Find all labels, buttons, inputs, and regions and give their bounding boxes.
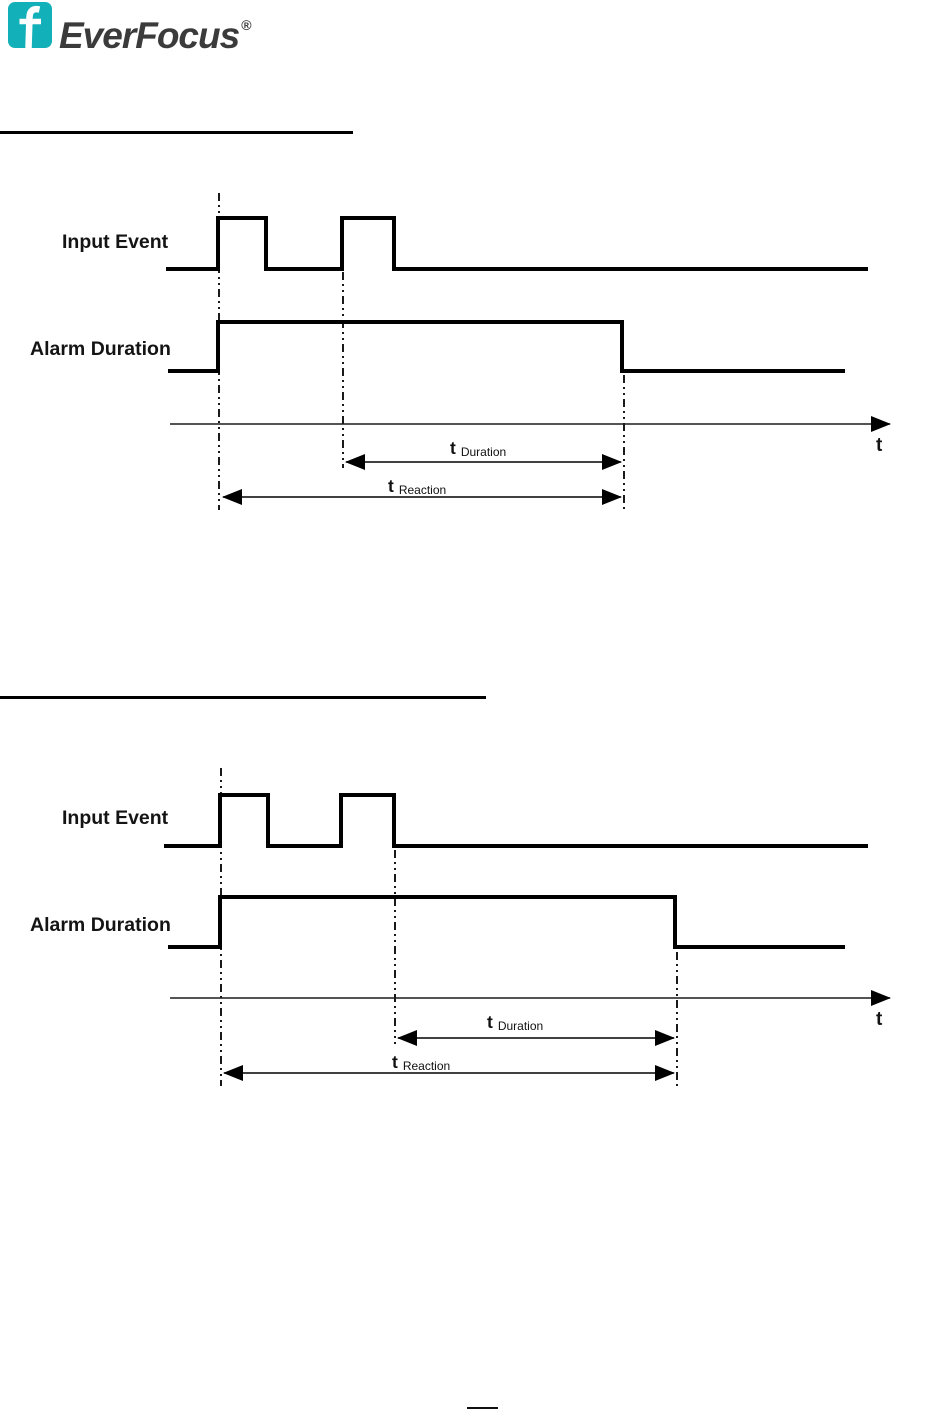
input-event-label: Input Event xyxy=(62,231,169,253)
section-heading-rule-1 xyxy=(0,131,353,134)
t-symbol: t xyxy=(487,1012,493,1032)
t-symbol: t xyxy=(388,476,394,496)
duration-subscript: Duration xyxy=(460,445,507,459)
alarm-duration-label: Alarm Duration xyxy=(30,914,171,936)
t-duration-label: t Duration xyxy=(487,1012,543,1033)
time-axis-label: t xyxy=(876,435,883,456)
time-axis-label: t xyxy=(876,1009,883,1030)
reaction-subscript: Reaction xyxy=(398,483,447,497)
t-reaction-label: t Reaction xyxy=(388,476,446,497)
t-symbol: t xyxy=(392,1052,398,1072)
input-event-waveform-2 xyxy=(164,793,868,848)
registered-trademark-symbol: ® xyxy=(241,17,252,33)
everfocus-f-mark-icon xyxy=(8,2,52,48)
brand-text: EverFocus xyxy=(59,15,240,56)
input-event-label: Input Event xyxy=(62,807,169,829)
footer-page-number-rule xyxy=(467,1407,498,1409)
t-reaction-label: t Reaction xyxy=(392,1052,450,1073)
input-event-waveform-1 xyxy=(166,216,868,271)
brand-name: EverFocus® xyxy=(59,2,252,59)
reaction-subscript: Reaction xyxy=(402,1059,451,1073)
duration-subscript: Duration xyxy=(497,1019,544,1033)
alarm-duration-label: Alarm Duration xyxy=(30,338,171,360)
t-symbol: t xyxy=(450,438,456,458)
alarm-duration-waveform-2 xyxy=(168,895,845,949)
t-duration-label: t Duration xyxy=(450,438,506,459)
everfocus-logo: EverFocus® xyxy=(8,2,252,59)
alarm-duration-waveform-1 xyxy=(168,320,845,373)
section-heading-rule-2 xyxy=(0,696,486,699)
